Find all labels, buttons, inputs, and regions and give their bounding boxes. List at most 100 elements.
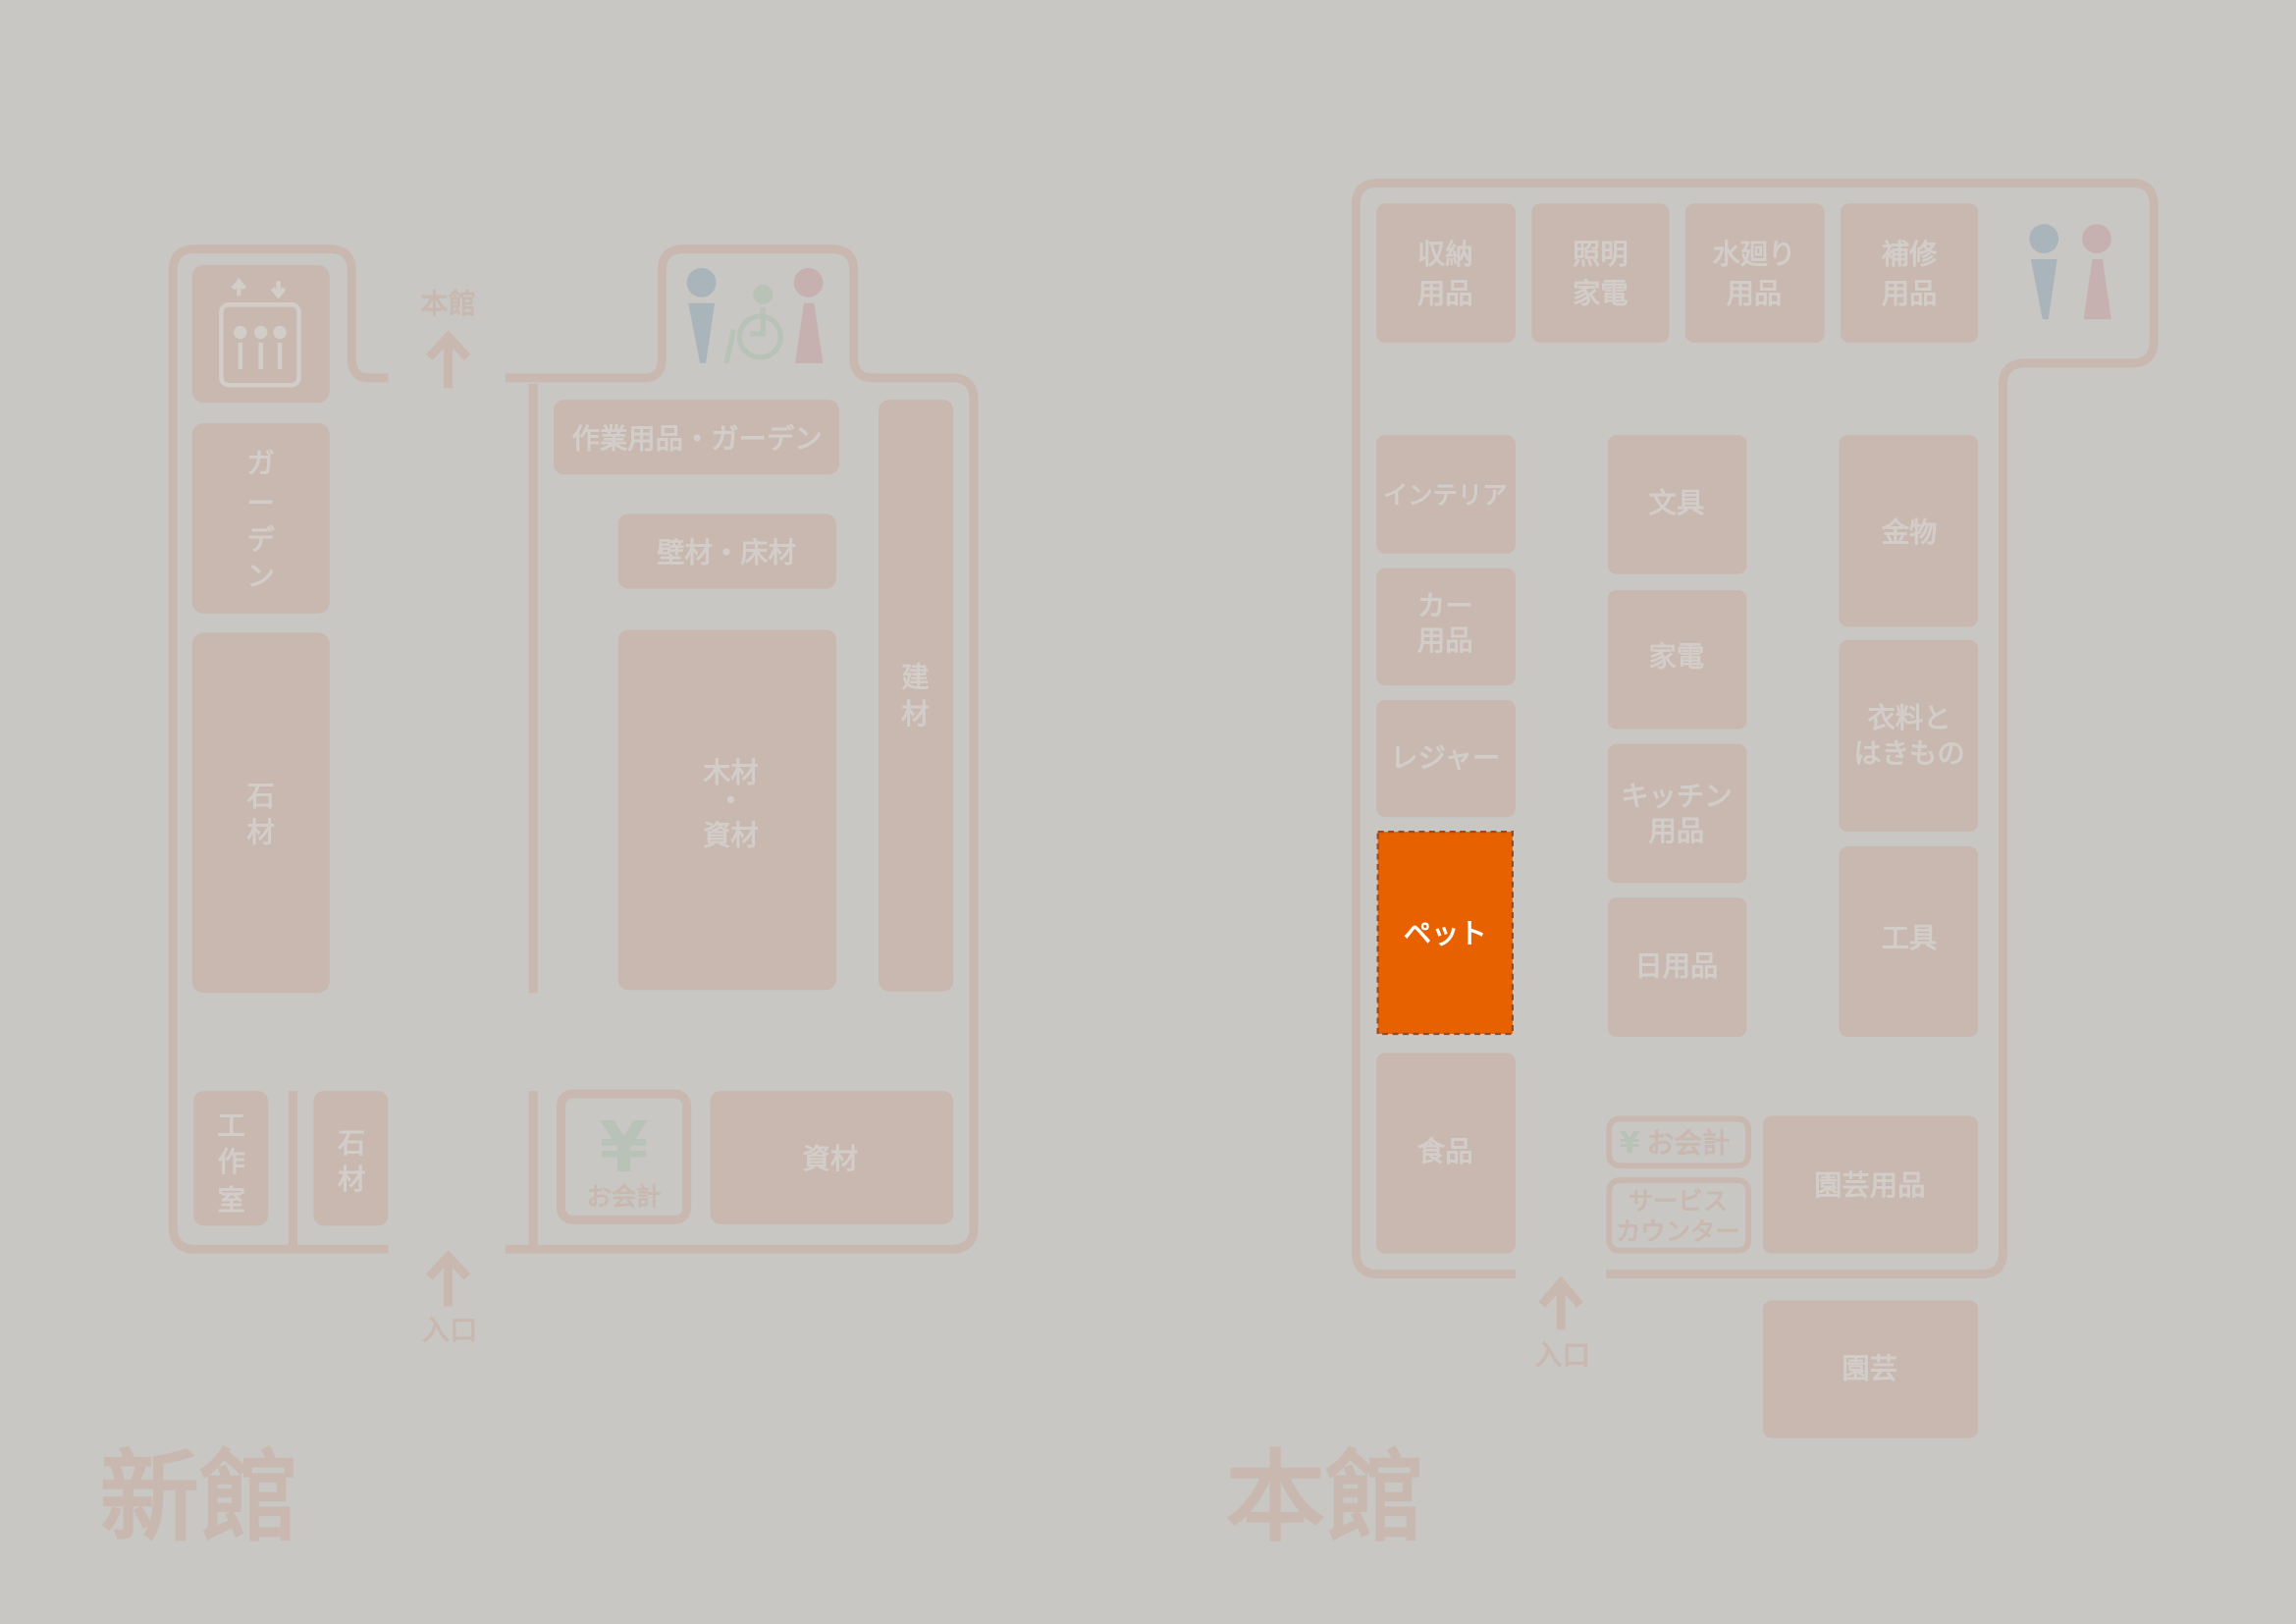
area-block bbox=[879, 400, 954, 992]
area-label: 園芸用品 bbox=[1814, 1169, 1925, 1202]
area-label: 食品 bbox=[1417, 1136, 1473, 1168]
area-lighting[interactable]: 照明家電 bbox=[1531, 203, 1670, 343]
area-food[interactable]: 食品 bbox=[1376, 1053, 1516, 1254]
entrance-new[interactable]: 入口 bbox=[422, 1250, 478, 1347]
area-block bbox=[1684, 203, 1825, 343]
area-block bbox=[193, 1091, 269, 1226]
area-tools[interactable]: 工具 bbox=[1839, 846, 1979, 1037]
area-leisure[interactable]: レジャー bbox=[1376, 699, 1516, 818]
area-pet-selected[interactable]: ペット bbox=[1376, 831, 1514, 1036]
new-building-outline-right bbox=[505, 244, 979, 1254]
area-workshop[interactable]: 工作室 bbox=[193, 1091, 269, 1226]
area-label-line: 資材 bbox=[703, 820, 759, 852]
area-label-line: 室 bbox=[218, 1184, 245, 1217]
area-wall-floor[interactable]: 壁材・床材 bbox=[617, 514, 836, 589]
area-label-line: ン bbox=[247, 561, 275, 593]
area-label: 補修用品 bbox=[1881, 238, 1938, 309]
area-label-line: 補修 bbox=[1881, 238, 1938, 270]
area-label: 水廻り用品 bbox=[1712, 238, 1795, 309]
area-label: ペット bbox=[1404, 917, 1487, 949]
area-label: 工具 bbox=[1882, 922, 1938, 954]
area-label-line: ー bbox=[247, 487, 275, 519]
area-label: 家電 bbox=[1649, 641, 1705, 674]
area-label: カー用品 bbox=[1417, 589, 1473, 657]
area-daily[interactable]: 日用品 bbox=[1607, 897, 1747, 1037]
area-kitchen[interactable]: キッチン用品 bbox=[1607, 743, 1747, 884]
area-water[interactable]: 水廻り用品 bbox=[1684, 203, 1825, 343]
checkout-new[interactable]: ¥ お会計 bbox=[556, 1089, 692, 1224]
area-garden-outdoor[interactable]: 園芸 bbox=[1762, 1300, 1979, 1438]
area-label: 工作室 bbox=[218, 1110, 245, 1217]
area-label-line: カー bbox=[1417, 589, 1473, 622]
area-label: 建材 bbox=[901, 661, 930, 730]
restroom-icons bbox=[2029, 224, 2111, 320]
area-wood[interactable]: 木材・資材 bbox=[617, 629, 836, 991]
area-block bbox=[1376, 434, 1516, 554]
area-block bbox=[1531, 203, 1670, 343]
area-block bbox=[710, 1091, 954, 1224]
area-car[interactable]: カー用品 bbox=[1376, 568, 1516, 685]
area-label: 園芸 bbox=[1842, 1352, 1897, 1384]
male-icon bbox=[2029, 224, 2059, 320]
area-label-line: 材 bbox=[338, 1164, 365, 1196]
area-block bbox=[1606, 1177, 1751, 1254]
area-label-line: 用品 bbox=[1417, 278, 1473, 310]
area-block bbox=[1762, 1115, 1979, 1254]
area-label: 石材 bbox=[246, 780, 275, 848]
elevator[interactable] bbox=[191, 264, 330, 404]
area-label: 金物 bbox=[1881, 516, 1938, 549]
area-hardware[interactable]: 金物 bbox=[1839, 434, 1979, 627]
area-block bbox=[1376, 568, 1516, 685]
area-label-line: 建 bbox=[901, 661, 930, 693]
area-block bbox=[556, 1089, 692, 1224]
area-block bbox=[553, 400, 839, 475]
area-block bbox=[1606, 1115, 1751, 1169]
yen-icon: ¥ bbox=[1620, 1126, 1640, 1161]
area-label: 文具 bbox=[1649, 487, 1705, 519]
area-label-line: 家電 bbox=[1573, 278, 1629, 310]
entrance-main[interactable]: 入口 bbox=[1534, 1275, 1590, 1372]
area-block bbox=[1376, 203, 1516, 343]
area-material[interactable]: 資材 bbox=[710, 1091, 954, 1224]
elevator-icon bbox=[219, 277, 301, 388]
area-label: 衣料とはきもの bbox=[1853, 702, 1964, 770]
link-to-main-building[interactable]: 本館 bbox=[420, 288, 476, 389]
area-appliance[interactable]: 家電 bbox=[1607, 590, 1747, 730]
area-label-line: ガ bbox=[247, 448, 275, 480]
area-label-line: 石 bbox=[337, 1127, 365, 1160]
new-building: ガーデン 石材 工作室 石材 作業用品・ガーデン 壁材・床材 木材・資材 建材 bbox=[100, 244, 979, 1555]
area-building-material[interactable]: 建材 bbox=[879, 400, 954, 992]
checkout-main[interactable]: ¥ お会計 bbox=[1606, 1115, 1751, 1169]
area-label-line: サービス bbox=[1629, 1186, 1728, 1216]
accessible-icon bbox=[723, 284, 783, 364]
female-icon bbox=[2082, 224, 2111, 320]
area-work-garden[interactable]: 作業用品・ガーデン bbox=[553, 400, 839, 475]
main-building: 収納用品 照明家電 水廻り用品 補修用品 インテリア カー用品 レジャー ペット… bbox=[1226, 178, 2159, 1555]
area-garden-goods[interactable]: 園芸用品 bbox=[1762, 1115, 1979, 1254]
area-stone[interactable]: 石材 bbox=[191, 632, 330, 994]
area-stone-2[interactable]: 石材 bbox=[313, 1091, 389, 1226]
area-label: ガーデン bbox=[247, 448, 276, 593]
area-interior[interactable]: インテリア bbox=[1376, 434, 1516, 554]
area-label: キッチン用品 bbox=[1621, 780, 1732, 847]
service-counter[interactable]: サービスカウンター bbox=[1606, 1177, 1751, 1254]
area-label: お会計 bbox=[587, 1181, 662, 1211]
arrow-up-icon bbox=[425, 1250, 471, 1307]
area-clothing[interactable]: 衣料とはきもの bbox=[1839, 639, 1979, 833]
building-title-new: 新館 bbox=[100, 1439, 299, 1555]
area-label-line: ・ bbox=[717, 785, 744, 817]
area-garden[interactable]: ガーデン bbox=[191, 423, 330, 614]
area-repair[interactable]: 補修用品 bbox=[1840, 203, 1979, 343]
area-stationery[interactable]: 文具 bbox=[1607, 434, 1747, 574]
area-label: レジャー bbox=[1390, 742, 1500, 775]
area-label: 木材・資材 bbox=[702, 756, 759, 851]
area-label-line: 石 bbox=[246, 780, 275, 812]
area-label: 本館 bbox=[420, 288, 476, 320]
area-label: お会計 bbox=[1646, 1127, 1730, 1160]
building-title-main: 本館 bbox=[1226, 1439, 1425, 1555]
area-storage[interactable]: 収納用品 bbox=[1376, 203, 1516, 343]
arrow-up-icon bbox=[1538, 1275, 1583, 1330]
area-block bbox=[617, 514, 836, 589]
area-label-line: 収納 bbox=[1417, 238, 1473, 270]
